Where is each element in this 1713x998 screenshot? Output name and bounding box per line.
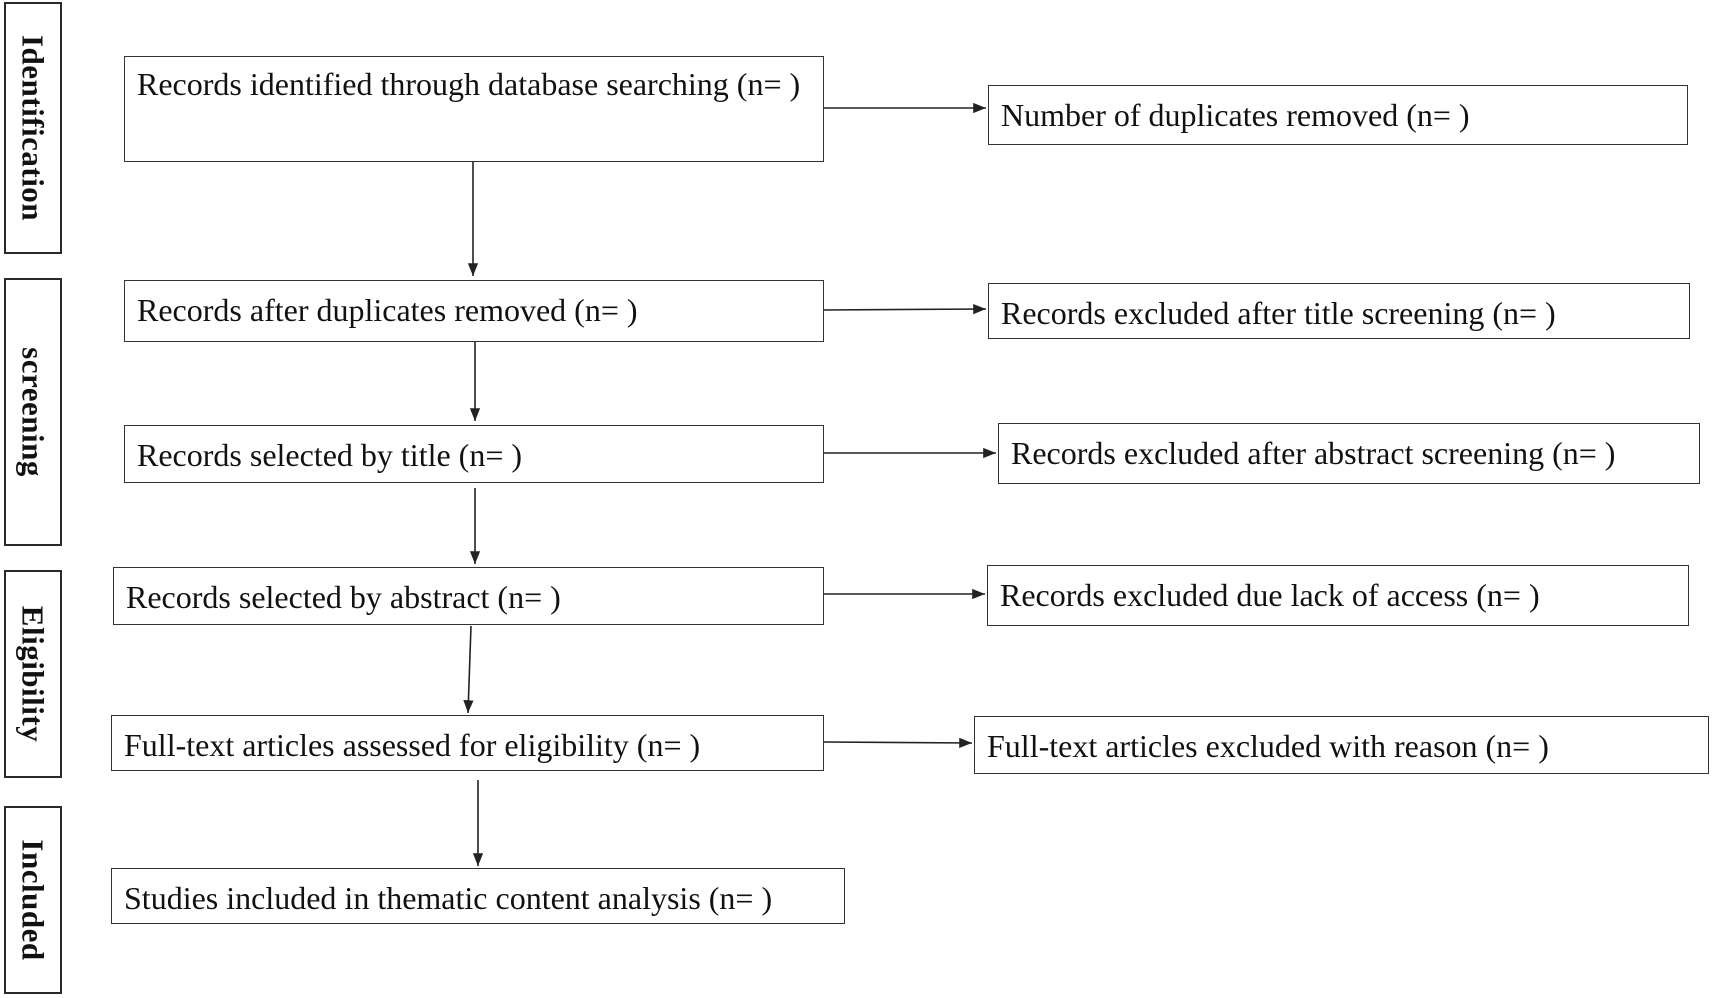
box-studies-included: Studies included in thematic content ana… (111, 868, 845, 924)
box-records-selected-title: Records selected by title (n= ) (124, 425, 824, 483)
box-duplicates-removed: Number of duplicates removed (n= ) (988, 85, 1688, 145)
box-records-selected-abstract-text: Records selected by abstract (n= ) (126, 579, 561, 615)
arrow-to-full-text-excluded (823, 737, 973, 749)
box-full-text-excluded-text: Full-text articles excluded with reason … (987, 728, 1549, 764)
box-records-selected-abstract: Records selected by abstract (n= ) (113, 567, 824, 625)
box-records-selected-title-text: Records selected by title (n= ) (137, 437, 523, 473)
arrow-to-excluded-title (823, 303, 987, 315)
box-excluded-abstract: Records excluded after abstract screenin… (998, 423, 1700, 484)
box-records-after-duplicates: Records after duplicates removed (n= ) (124, 280, 824, 342)
phase-eligibility: Eligibility (4, 570, 62, 778)
box-records-after-duplicates-text: Records after duplicates removed (n= ) (137, 292, 638, 328)
box-excluded-title-text: Records excluded after title screening (… (1001, 295, 1556, 331)
box-records-identified-text: Records identified through database sear… (137, 66, 801, 102)
box-excluded-access-text: Records excluded due lack of access (n= … (1000, 577, 1540, 613)
box-excluded-access: Records excluded due lack of access (n= … (987, 565, 1689, 626)
phase-screening: screening (4, 278, 62, 546)
phase-identification: Identification (4, 2, 62, 254)
box-full-text-assessed-text: Full-text articles assessed for eligibil… (124, 727, 701, 763)
box-excluded-title: Records excluded after title screening (… (988, 283, 1690, 339)
box-records-identified: Records identified through database sear… (124, 56, 824, 162)
phase-included: Included (4, 806, 62, 994)
box-studies-included-text: Studies included in thematic content ana… (124, 880, 773, 916)
box-duplicates-removed-text: Number of duplicates removed (n= ) (1001, 97, 1470, 133)
arrow-selected-abstract-to-full-text (463, 625, 474, 714)
box-full-text-assessed: Full-text articles assessed for eligibil… (111, 715, 824, 771)
box-full-text-excluded: Full-text articles excluded with reason … (974, 716, 1709, 774)
box-excluded-abstract-text: Records excluded after abstract screenin… (1011, 435, 1616, 471)
